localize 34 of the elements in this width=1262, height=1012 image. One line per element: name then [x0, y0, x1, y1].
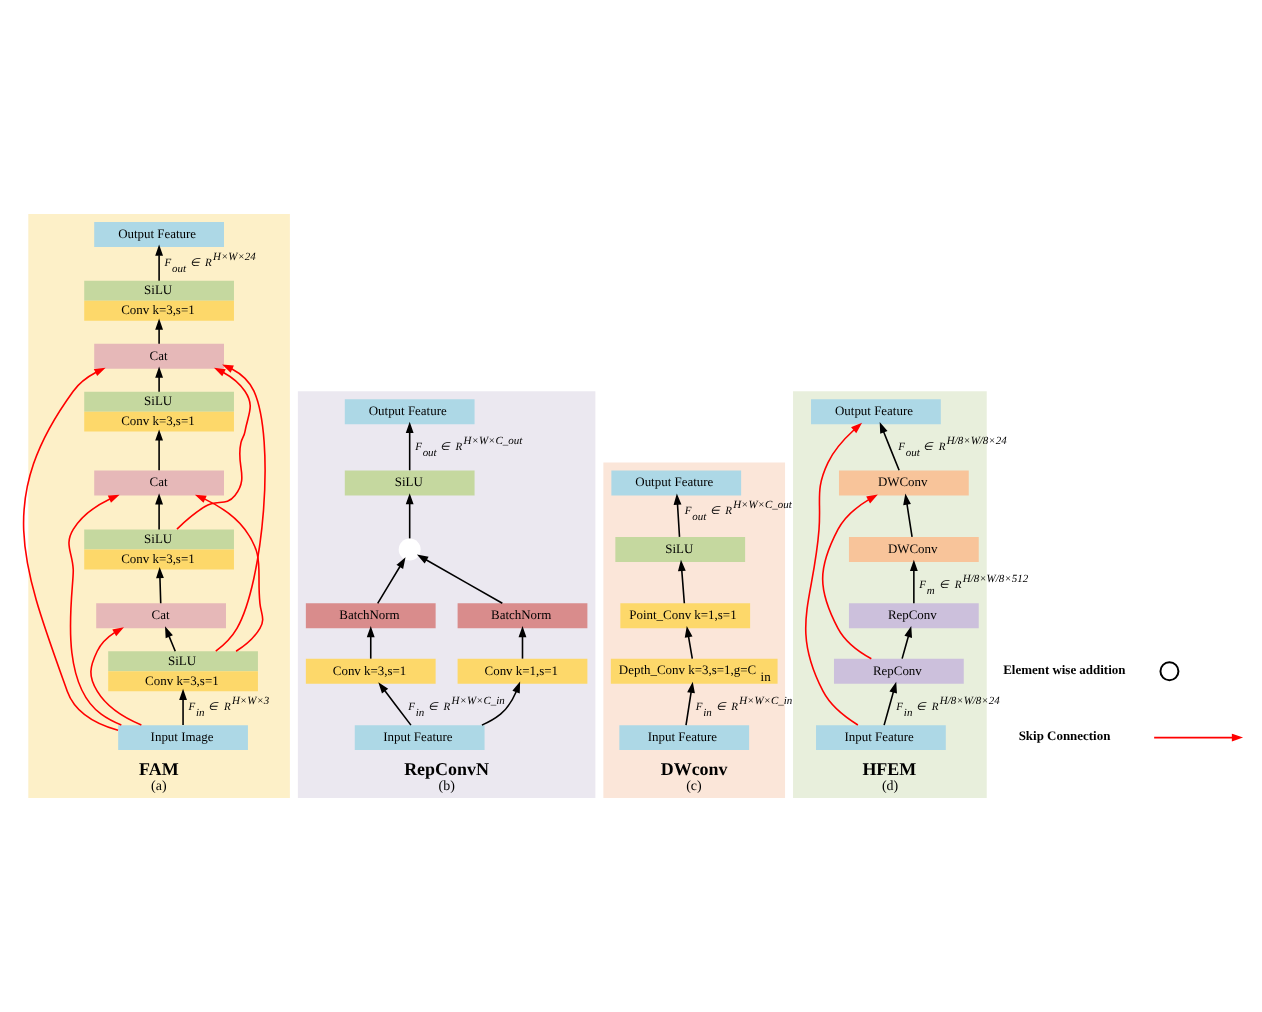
arrow: [378, 682, 412, 726]
arrow: [90, 627, 143, 726]
arrow: [416, 554, 504, 605]
arrow: [68, 494, 123, 726]
arrow: [155, 244, 163, 282]
arrow: [405, 493, 414, 540]
arrow: [156, 567, 164, 605]
arrow: [366, 625, 375, 660]
arrow: [804, 422, 863, 726]
arrow: [901, 626, 913, 660]
arrow: [909, 559, 918, 605]
arrow: [179, 688, 187, 726]
arrow: [405, 421, 414, 472]
arrow: [879, 422, 900, 472]
arrow: [194, 494, 264, 652]
arrow: [215, 364, 266, 652]
arrow: [481, 681, 521, 726]
arrow: [155, 366, 163, 393]
arrow: [883, 681, 897, 726]
arrow: [165, 626, 177, 653]
arrow: [155, 429, 163, 472]
arrow: [155, 493, 163, 531]
arrow: [376, 557, 406, 605]
arrow: [685, 681, 695, 726]
arrow: [23, 367, 119, 731]
arrow: [677, 559, 686, 605]
arrow: [518, 625, 527, 660]
arrow: [903, 493, 913, 538]
arrow: [155, 318, 163, 345]
arrow: [673, 493, 682, 538]
arrow: [176, 367, 251, 530]
node-circle: [398, 538, 421, 561]
arrow: [821, 494, 878, 660]
arrow: [684, 626, 694, 660]
